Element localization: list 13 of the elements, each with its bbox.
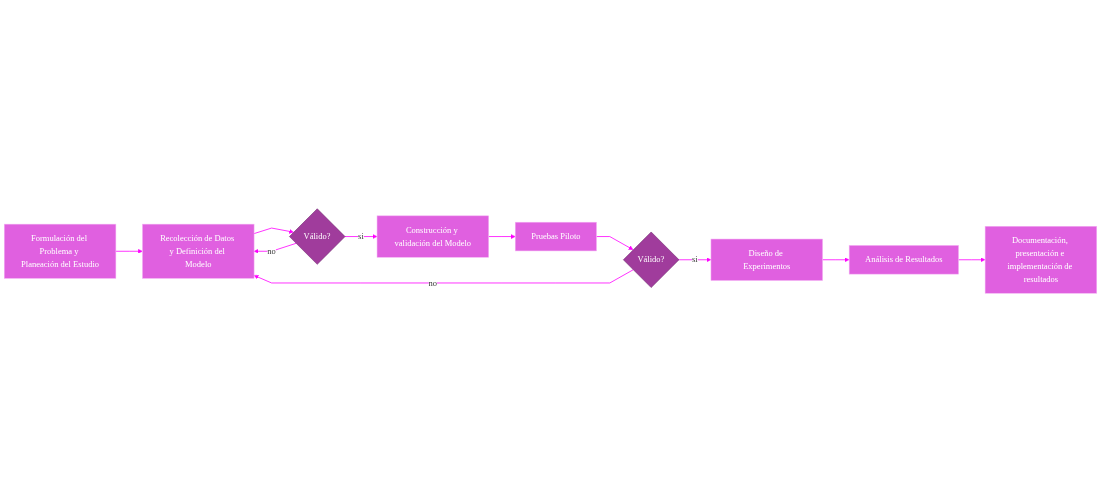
- node-box: [142, 223, 255, 279]
- node-box: [710, 238, 823, 281]
- edge-label: si: [692, 254, 698, 265]
- node-box: [984, 226, 1097, 294]
- edge-label: no: [428, 278, 438, 288]
- node-diamond: [289, 208, 346, 265]
- node-box: [848, 245, 959, 275]
- edge-label: no: [267, 246, 276, 256]
- node-box: [376, 215, 489, 258]
- node-box: [514, 221, 597, 252]
- edge-label: si: [358, 231, 364, 241]
- node-diamond: [623, 231, 680, 288]
- node-box: [4, 223, 117, 279]
